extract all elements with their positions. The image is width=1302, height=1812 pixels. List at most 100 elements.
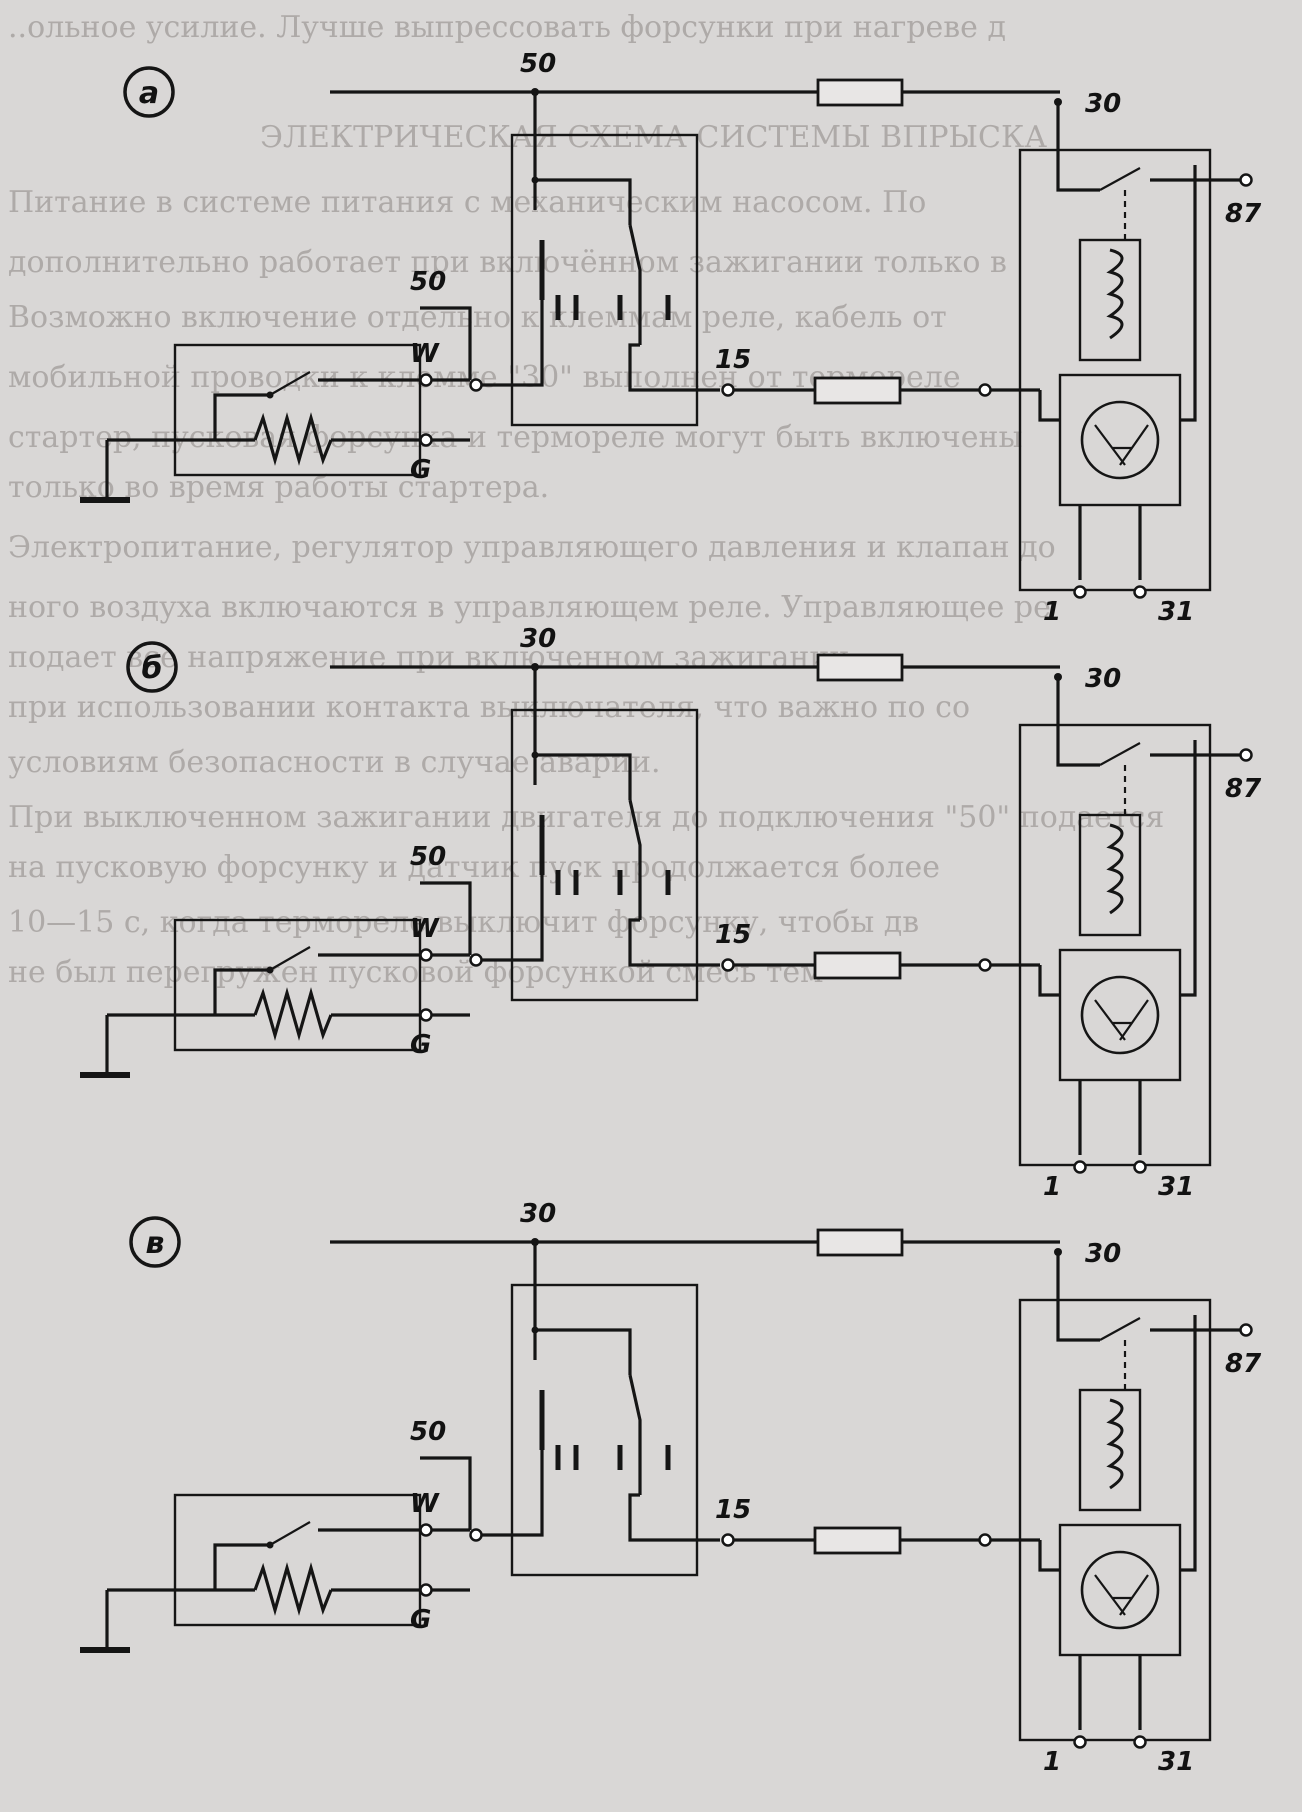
terminal (978, 383, 992, 397)
terminal (419, 1583, 433, 1597)
terminal-label-15: 15 (715, 345, 751, 375)
panel-letter-circle (129, 1216, 181, 1268)
terminal (419, 948, 433, 962)
terminal-label-top-left: 50 (520, 49, 556, 79)
terminal-label-31: 31 (1158, 1747, 1194, 1777)
fuse-15 (813, 1526, 902, 1555)
switch-common (533, 92, 632, 225)
relay-control-module (1058, 1523, 1182, 1657)
bimetal-switch-blade (269, 371, 311, 396)
bimetal-switch-blade (269, 1521, 311, 1546)
thermo-time-switch-box (173, 1493, 422, 1627)
bimetal-switch-blade (269, 946, 311, 971)
transistor-icon-lines (1094, 1574, 1149, 1616)
thermo-time-switch-box (173, 918, 422, 1052)
heater-resistor-icon (253, 1562, 333, 1616)
line-50 (420, 881, 472, 955)
terminal (419, 1008, 433, 1022)
terminal (1133, 1735, 1147, 1749)
terminal-label-top-left: 30 (520, 624, 556, 654)
switch-output-15 (628, 343, 720, 392)
relay-coil-box (1078, 238, 1142, 362)
terminal-label-1: 1 (1043, 597, 1061, 627)
switch-contact-b (628, 799, 642, 920)
terminal (469, 378, 483, 392)
thermo-branch-upper (213, 393, 270, 440)
ignition-switch-box (510, 1283, 699, 1577)
relay-contact-feed (1056, 677, 1100, 767)
terminal (419, 1523, 433, 1537)
relay-contact-blade (1099, 1317, 1141, 1341)
terminal-label-87: 87 (1225, 1349, 1262, 1379)
module-input (1038, 1540, 1060, 1572)
fuse-top (816, 653, 904, 682)
module-87-feed (1180, 740, 1197, 997)
relay-housing (1018, 723, 1212, 1167)
terminal-label-g: G (410, 1605, 431, 1635)
terminal-label-w: W (410, 1489, 440, 1519)
terminal (1239, 1323, 1253, 1337)
module-87-feed (1180, 165, 1197, 422)
module-input (1038, 965, 1060, 997)
fuse-top (816, 78, 904, 107)
relay-control-module (1058, 948, 1182, 1082)
terminal-label-g: G (410, 455, 431, 485)
terminal-label-30: 30 (1085, 89, 1121, 119)
switch-output-50 (478, 1450, 544, 1537)
terminal-label-w: W (410, 339, 440, 369)
terminal-label-15: 15 (715, 920, 751, 950)
relay-control-module (1058, 373, 1182, 507)
switch-output-50 (478, 300, 544, 387)
heater-resistor-icon (253, 987, 333, 1041)
ignition-switch-box (510, 708, 699, 1002)
fuse-15 (813, 951, 902, 980)
transistor-icon (1080, 975, 1160, 1055)
junction-dot (266, 1541, 274, 1549)
fuse-15 (813, 376, 902, 405)
transistor-icon-lines (1094, 999, 1149, 1041)
terminal (721, 383, 735, 397)
junction-dot (266, 391, 274, 399)
terminal-label-1: 1 (1043, 1747, 1061, 1777)
terminal (469, 1528, 483, 1542)
panel-letter: в (146, 1226, 165, 1261)
terminal (1239, 748, 1253, 762)
terminal (1073, 585, 1087, 599)
terminal-label-15: 15 (715, 1495, 751, 1525)
relay-contact-blade (1099, 167, 1141, 191)
terminal (1239, 173, 1253, 187)
thermo-time-switch-box (173, 343, 422, 477)
relay-contact-feed (1056, 102, 1100, 192)
switch-contact-b (628, 1374, 642, 1495)
relay-contact-blade (1099, 742, 1141, 766)
module-input (1038, 390, 1060, 422)
terminal (721, 958, 735, 972)
switch-output-50 (478, 875, 544, 962)
switch-output-15 (628, 1493, 720, 1542)
terminal-label-50: 50 (410, 1417, 446, 1447)
junction-dot (266, 966, 274, 974)
terminal (1133, 585, 1147, 599)
switch-common (533, 1242, 632, 1375)
relay-housing (1018, 1298, 1212, 1742)
ignition-switch-box (510, 133, 699, 427)
relay-coil-icon (1106, 823, 1124, 915)
relay-contact-feed (1056, 1252, 1100, 1342)
terminal (978, 958, 992, 972)
relay-coil-box (1078, 813, 1142, 937)
terminal-label-87: 87 (1225, 199, 1262, 229)
terminal-label-top-left: 30 (520, 1199, 556, 1229)
transistor-icon (1080, 1550, 1160, 1630)
panel-letter: б (142, 651, 163, 686)
panel-letter-circle (126, 641, 178, 693)
panel-letter: а (139, 76, 159, 111)
transistor-icon (1080, 400, 1160, 480)
line-50 (420, 1456, 472, 1530)
terminal-label-50: 50 (410, 842, 446, 872)
relay-coil-box (1078, 1388, 1142, 1512)
